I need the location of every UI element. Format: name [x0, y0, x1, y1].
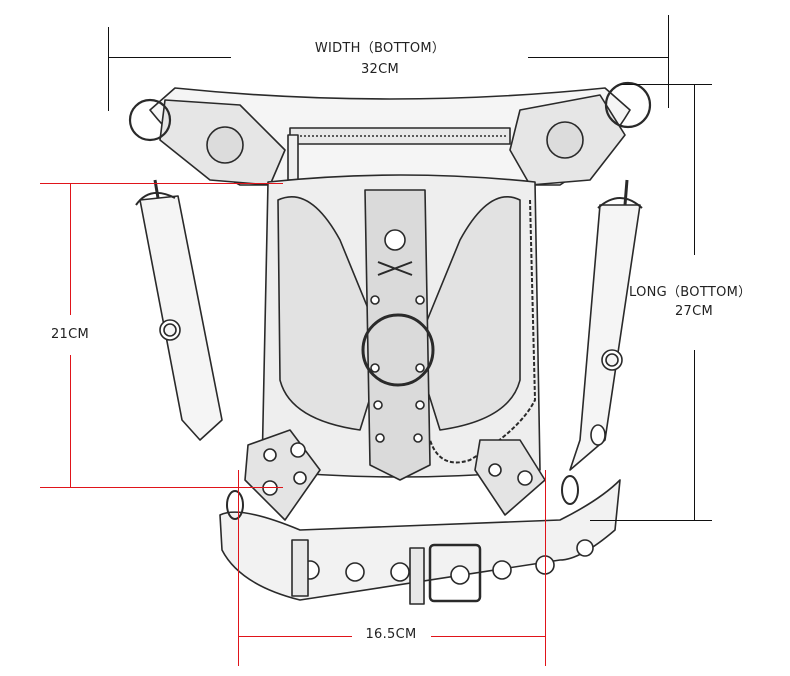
height-value: 21CM — [50, 327, 90, 342]
long-line-bottom — [694, 350, 695, 520]
width-right-tick — [668, 15, 669, 108]
right-tab — [474, 439, 546, 516]
long-line-top — [694, 84, 695, 255]
leg-belt — [219, 479, 621, 601]
long-label: LONG（BOTTOM） — [629, 285, 752, 300]
skull — [384, 229, 406, 251]
bottom-line-left — [238, 636, 352, 637]
height-line-bottom — [70, 355, 71, 487]
width-label: WIDTH（BOTTOM） — [314, 41, 446, 56]
bottom-value: 16.5CM — [365, 627, 417, 642]
width-value: 32CM — [360, 62, 400, 77]
width-line-right — [528, 57, 668, 58]
right-strap — [569, 204, 641, 471]
bottom-right-tick — [545, 470, 546, 666]
height-bottom-tick — [40, 487, 283, 488]
height-line-top — [70, 183, 71, 315]
long-top-tick — [620, 84, 712, 85]
left-strap — [139, 195, 223, 441]
belt-keeper — [291, 539, 309, 597]
long-bottom-tick — [590, 520, 712, 521]
long-value: 27CM — [674, 304, 714, 319]
bottom-left-tick — [238, 470, 239, 666]
bottom-line-right — [431, 636, 545, 637]
chain — [429, 199, 536, 464]
width-left-tick — [108, 27, 109, 111]
width-line-left — [108, 57, 231, 58]
height-top-tick — [40, 183, 283, 184]
belt-buckle — [428, 543, 482, 603]
